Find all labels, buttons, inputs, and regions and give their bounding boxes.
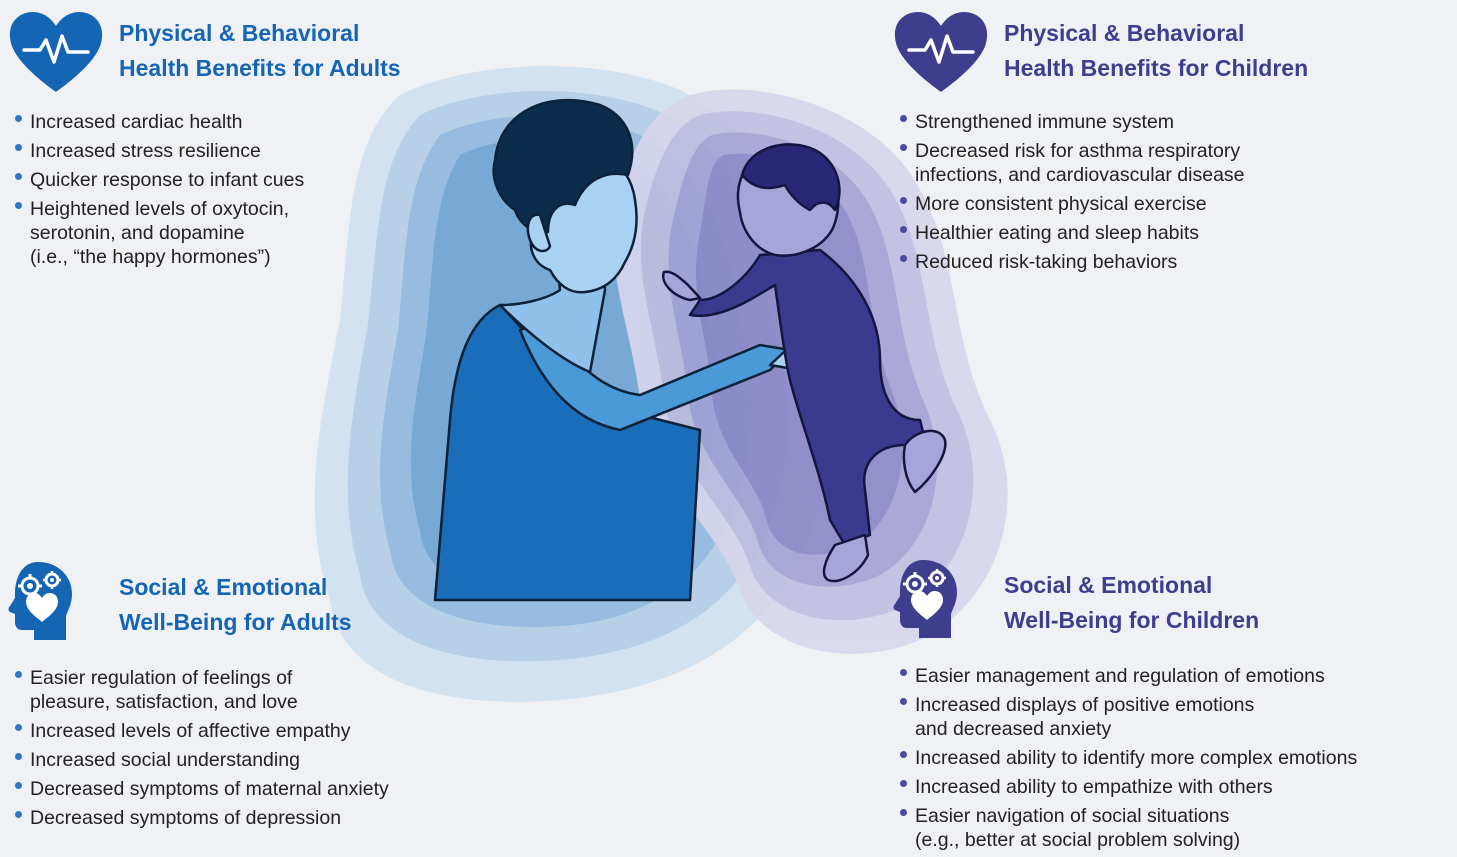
list-item: Easier management and regulation of emot… [900, 664, 1453, 688]
adult-social-section: Social & Emotional Well-Being for Adults… [8, 560, 478, 835]
list-item-text: Increased stress resilience [30, 140, 261, 162]
title-line: Social & Emotional [1004, 572, 1213, 598]
list-item: More consistent physical exercise [900, 192, 1413, 216]
adult-physical-list: Increased cardiac health Increased stres… [8, 110, 468, 269]
child-physical-section: Physical & Behavioral Health Benefits fo… [893, 10, 1413, 279]
list-item-text: Increased cardiac health [30, 111, 243, 133]
list-item: Reduced risk-taking behaviors [900, 250, 1413, 274]
adult-physical-section: Physical & Behavioral Health Benefits fo… [8, 10, 468, 274]
list-item-text: infections, and cardiovascular disease [915, 164, 1245, 186]
child-social-title: Social & Emotional Well-Being for Childr… [1004, 568, 1259, 638]
title-line: Physical & Behavioral [119, 20, 360, 46]
list-item: Increased ability to identify more compl… [900, 746, 1453, 770]
list-item: Easier regulation of feelings of pleasur… [15, 666, 478, 714]
adult-social-title: Social & Emotional Well-Being for Adults [119, 570, 352, 640]
child-physical-list: Strengthened immune system Decreased ris… [893, 110, 1413, 274]
title-line: Well-Being for Children [1004, 607, 1260, 633]
adult-social-header: Social & Emotional Well-Being for Adults [8, 560, 478, 660]
list-item: Decreased symptoms of depression [15, 806, 478, 830]
list-item-text: Increased ability to empathize with othe… [915, 776, 1273, 798]
list-item: Increased social understanding [15, 748, 478, 772]
list-item: Heightened levels of oxytocin, serotonin… [15, 197, 468, 269]
list-item-text: More consistent physical exercise [915, 193, 1207, 215]
list-item-text: Increased ability to identify more compl… [915, 747, 1358, 769]
child-figure [661, 143, 947, 583]
list-item-text: Easier regulation of feelings of [30, 667, 293, 689]
list-item-text: Quicker response to infant cues [30, 169, 305, 191]
title-line: Social & Emotional [119, 574, 328, 600]
list-item-text: Strengthened immune system [915, 111, 1175, 133]
child-physical-header: Physical & Behavioral Health Benefits fo… [893, 10, 1413, 106]
list-item-text: Heightened levels of oxytocin, [30, 198, 290, 220]
adult-social-list: Easier regulation of feelings of pleasur… [8, 666, 478, 830]
list-item: Decreased symptoms of maternal anxiety [15, 777, 478, 801]
title-line: Physical & Behavioral [1004, 20, 1245, 46]
list-item-text: and decreased anxiety [915, 718, 1112, 740]
child-social-header: Social & Emotional Well-Being for Childr… [893, 558, 1453, 658]
title-line: Well-Being for Adults [119, 609, 352, 635]
list-item-text: Easier management and regulation of emot… [915, 665, 1325, 687]
list-item-text: Decreased risk for asthma respiratory [915, 140, 1241, 162]
list-item: Strengthened immune system [900, 110, 1413, 134]
list-item: Healthier eating and sleep habits [900, 221, 1413, 245]
list-item: Increased ability to empathize with othe… [900, 775, 1453, 799]
list-item-text: Easier navigation of social situations [915, 805, 1230, 827]
list-item-text: serotonin, and dopamine [30, 222, 245, 244]
title-line: Health Benefits for Children [1004, 55, 1309, 81]
child-social-section: Social & Emotional Well-Being for Childr… [893, 558, 1453, 857]
heart-pulse-icon [9, 12, 103, 92]
head-gears-heart-icon [8, 562, 72, 640]
list-item-text: pleasure, satisfaction, and love [30, 691, 298, 713]
list-item: Decreased risk for asthma respiratory in… [900, 139, 1413, 187]
list-item-text: Decreased symptoms of maternal anxiety [30, 778, 389, 800]
list-item: Quicker response to infant cues [15, 168, 468, 192]
heart-pulse-icon [894, 12, 988, 92]
list-item-text: Reduced risk-taking behaviors [915, 251, 1178, 273]
adult-physical-title: Physical & Behavioral Health Benefits fo… [119, 16, 401, 86]
list-item: Easier navigation of social situations (… [900, 804, 1453, 852]
child-physical-title: Physical & Behavioral Health Benefits fo… [1004, 16, 1308, 86]
list-item-text: Decreased symptoms of depression [30, 807, 342, 829]
list-item-text: Increased levels of affective empathy [30, 720, 351, 742]
list-item: Increased levels of affective empathy [15, 719, 478, 743]
list-item: Increased cardiac health [15, 110, 468, 134]
title-line: Health Benefits for Adults [119, 55, 401, 81]
child-social-list: Easier management and regulation of emot… [893, 664, 1453, 852]
list-item-text: Increased social understanding [30, 749, 300, 771]
adult-physical-header: Physical & Behavioral Health Benefits fo… [8, 10, 468, 106]
list-item-text: Increased displays of positive emotions [915, 694, 1255, 716]
head-gears-heart-icon [893, 560, 957, 638]
list-item-text: (i.e., “the happy hormones”) [30, 246, 271, 268]
list-item: Increased stress resilience [15, 139, 468, 163]
list-item-text: Healthier eating and sleep habits [915, 222, 1200, 244]
list-item-text: (e.g., better at social problem solving) [915, 829, 1241, 851]
list-item: Increased displays of positive emotions … [900, 693, 1453, 741]
